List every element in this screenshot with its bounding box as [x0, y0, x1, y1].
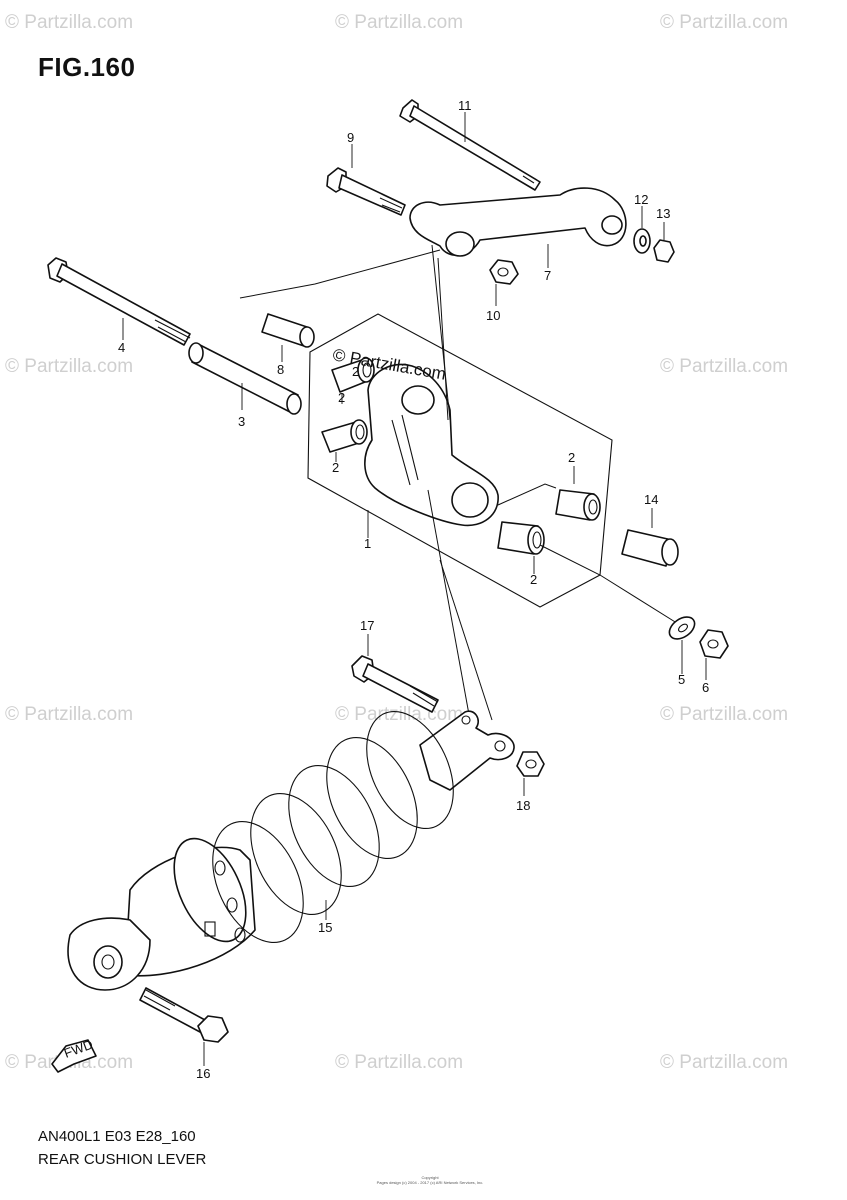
fwd-arrow-icon: FWD — [51, 1037, 97, 1073]
part-1-cushion-lever — [364, 363, 499, 538]
figure-title: FIG.160 — [38, 52, 136, 82]
callout-14: 14 — [644, 492, 658, 507]
part-16-bolt — [139, 987, 229, 1066]
watermark: © Partzilla.com — [660, 12, 788, 33]
part-2-bearing — [331, 357, 375, 404]
part-15-rear-shock-absorber — [67, 710, 515, 991]
part-14-spacer — [621, 508, 679, 567]
callout-2: 2 — [332, 460, 339, 475]
part-7-cushion-rod — [409, 187, 627, 268]
part-10-nut — [489, 259, 519, 306]
part-9-bolt — [326, 144, 406, 216]
copyright-notice: Copyright Pages design (c) 2004 - 2017 (… — [330, 1175, 530, 1185]
part-8-spacer — [261, 313, 315, 362]
callout-12: 12 — [634, 192, 648, 207]
callout-4: 4 — [118, 340, 125, 355]
callout-9: 9 — [347, 130, 354, 145]
part-2-bearing — [555, 466, 601, 521]
figure-name: REAR CUSHION LEVER — [38, 1151, 207, 1168]
copyright-line-2: Pages design (c) 2004 - 2017 (c) ARI Net… — [376, 1180, 484, 1185]
part-5-washer — [668, 616, 696, 674]
watermark: © Partzilla.com — [335, 704, 463, 725]
part-11-long-bolt — [399, 99, 541, 191]
part-18-nut — [516, 751, 545, 796]
part-3-spacer — [188, 342, 302, 415]
callout-6: 6 — [702, 680, 709, 695]
part-12-washer — [633, 206, 651, 254]
callout-18: 18 — [516, 798, 530, 813]
watermark: © Partzilla.com — [5, 356, 133, 377]
callout-16: 16 — [196, 1066, 210, 1081]
copyright-line-1: Copyright — [421, 1175, 439, 1180]
callouts: 1 2 2 2 2 2 3 4 5 6 7 8 9 10 11 12 13 14… — [118, 98, 709, 1081]
callout-2: 2 — [568, 450, 575, 465]
model-code: AN400L1 E03 E28_160 — [38, 1128, 196, 1145]
watermark: © Partzilla.com — [5, 704, 133, 725]
part-13-nut — [653, 222, 675, 263]
callout-10: 10 — [486, 308, 500, 323]
callout-13: 13 — [656, 206, 670, 221]
callout-2: 2 — [530, 572, 537, 587]
watermark: © Partzilla.com — [5, 12, 133, 33]
watermark: © Partzilla.com — [660, 704, 788, 725]
watermark: © Partzilla.com — [335, 1052, 463, 1073]
watermark: © Partzilla.com — [660, 356, 788, 377]
callout-8: 8 — [277, 362, 284, 377]
part-4-pivot-bolt — [47, 257, 191, 346]
part-17-bolt — [351, 634, 439, 713]
callout-11: 11 — [458, 98, 472, 113]
callout-5: 5 — [678, 672, 685, 687]
callout-15: 15 — [318, 920, 332, 935]
callout-2: 2 — [352, 364, 359, 379]
part-2-bearing — [497, 521, 545, 574]
watermark: © Partzilla.com — [335, 12, 463, 33]
watermark: © Partzilla.com — [660, 1052, 788, 1073]
callout-2: 2 — [338, 390, 345, 405]
callout-3: 3 — [238, 414, 245, 429]
callout-17: 17 — [360, 618, 374, 633]
part-6-nut — [699, 629, 729, 680]
part-2-bearing — [321, 419, 368, 462]
callout-1: 1 — [364, 536, 371, 551]
callout-7: 7 — [544, 268, 551, 283]
